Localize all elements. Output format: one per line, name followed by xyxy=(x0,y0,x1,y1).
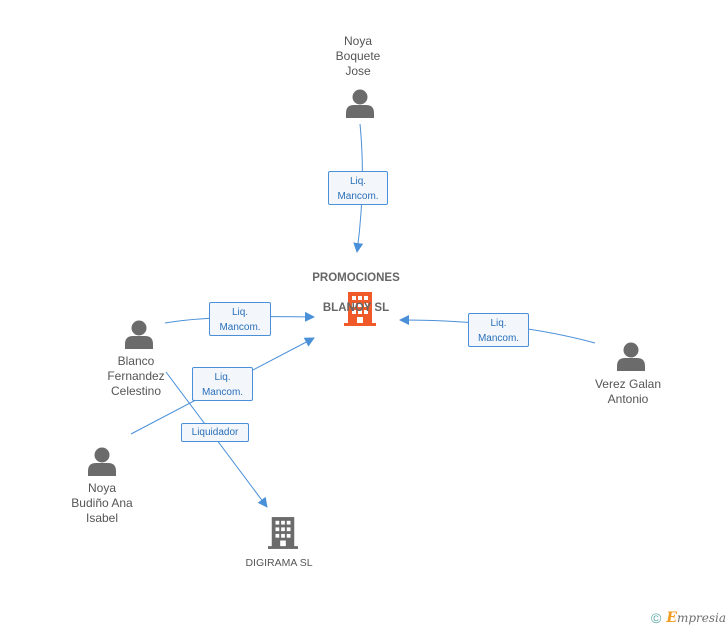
company-name-line2: BLANOY SL xyxy=(322,302,390,314)
person-icon[interactable] xyxy=(346,89,374,118)
person-icon[interactable] xyxy=(88,447,116,476)
company-name-digirama[interactable]: DIGIRAMA SL xyxy=(245,557,313,569)
brand-logo: Empresia xyxy=(666,610,727,626)
person-icon[interactable] xyxy=(125,320,153,349)
building-icon[interactable] xyxy=(344,292,376,326)
relation-label-digirama[interactable]: Liquidador xyxy=(181,423,249,442)
person-name-noya-boquete[interactable]: Noya Boquete Jose xyxy=(335,34,381,78)
company-name-line1: PROMOCIONES xyxy=(312,272,400,284)
relation-label-blanco[interactable]: Liq. Mancom. xyxy=(209,302,271,336)
person-name-verez-galan[interactable]: Verez Galan Antonio xyxy=(594,377,662,406)
person-name-noya-budino[interactable]: Noya Budiño Ana Isabel xyxy=(71,481,133,525)
building-icon[interactable] xyxy=(268,516,298,550)
brand-watermark: © Empresia xyxy=(651,610,726,626)
relation-label-verez[interactable]: Liq. Mancom. xyxy=(468,313,529,347)
copyright-icon: © xyxy=(651,610,662,626)
relation-label-budino[interactable]: Liq. Mancom. xyxy=(192,367,253,401)
relation-label-noya-boquete[interactable]: Liq. Mancom. xyxy=(328,171,388,205)
company-name-main[interactable]: PROMOCIONES BLANOY SL xyxy=(296,256,416,316)
person-name-blanco-fernandez[interactable]: Blanco Fernandez Celestino xyxy=(107,354,165,398)
person-icon[interactable] xyxy=(617,342,645,371)
